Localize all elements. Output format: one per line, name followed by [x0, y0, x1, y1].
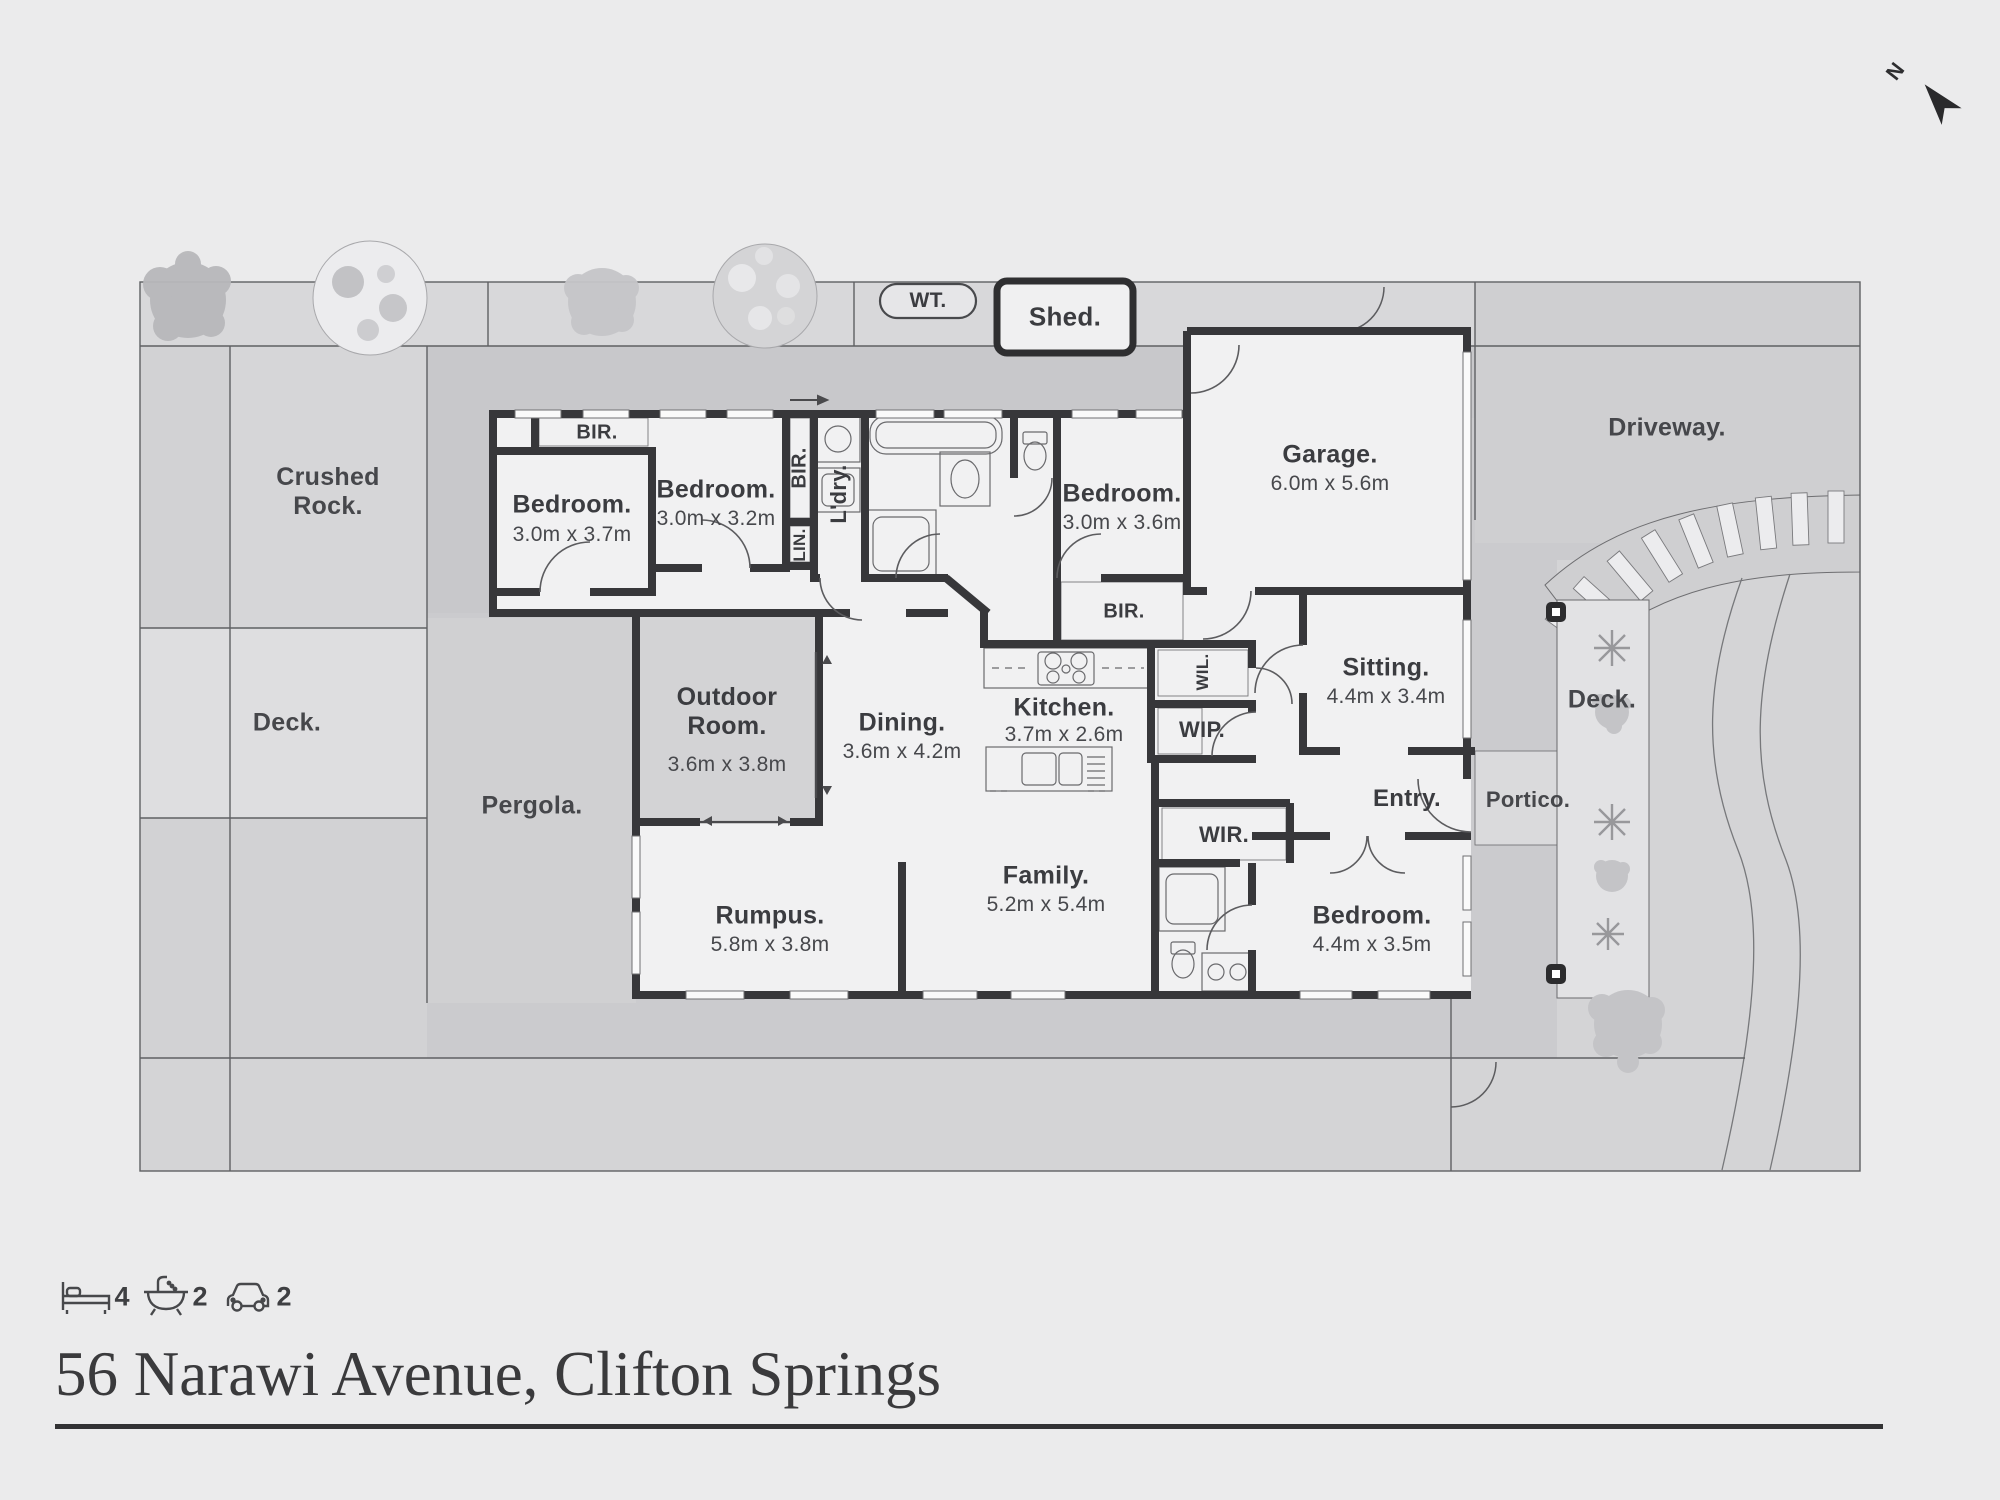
car-count: 2	[276, 1281, 292, 1312]
tree-icon	[143, 240, 818, 356]
plant-icon	[1592, 630, 1630, 950]
title-rule	[55, 1424, 1883, 1429]
windows	[514, 351, 1472, 1000]
bath-count: 2	[192, 1281, 208, 1312]
bir1-label: BIR.	[576, 421, 618, 444]
driveway-label: Driveway.	[1608, 413, 1726, 442]
water-tank	[878, 282, 978, 320]
deck-left-label: Deck.	[252, 708, 322, 737]
dining-name: Dining.	[858, 708, 946, 737]
garage-name: Garage.	[1282, 440, 1378, 469]
bir2-label: BIR.	[788, 447, 811, 489]
deck-right-label: Deck.	[1567, 685, 1637, 714]
portico-label: Portico.	[1485, 787, 1571, 812]
rumpus-name: Rumpus.	[715, 901, 825, 930]
pergola-area	[427, 618, 636, 1003]
bedroom3-dims: 3.0m x 3.6m	[1062, 511, 1182, 534]
bedroom2-dims: 3.0m x 3.2m	[656, 507, 776, 530]
sitting-dims: 4.4m x 3.4m	[1326, 685, 1446, 708]
pergola-label: Pergola.	[481, 791, 583, 820]
entry-label: Entry.	[1372, 785, 1442, 812]
wip-label: WIP.	[1178, 717, 1226, 742]
bedroom2-name: Bedroom.	[656, 475, 776, 504]
north-arrow-icon	[1924, 84, 1962, 125]
house-floor	[493, 331, 1471, 999]
garden-path	[1711, 573, 1801, 1171]
bir3-label: BIR.	[1103, 600, 1145, 623]
deck-right-area	[1546, 599, 1650, 999]
outdoor-room-floor	[640, 617, 815, 820]
kitchen-dims: 3.7m x 2.6m	[1004, 723, 1124, 746]
dining-dims: 3.6m x 4.2m	[842, 740, 962, 763]
family-dims: 5.2m x 5.4m	[986, 893, 1106, 916]
bed-icon	[61, 1282, 111, 1314]
bedroom3-name: Bedroom.	[1062, 479, 1182, 508]
laundry-label: L'dry.	[826, 464, 851, 524]
rumpus-dims: 5.8m x 3.8m	[710, 933, 830, 956]
deck-left-area	[140, 628, 427, 818]
fixtures	[538, 415, 1287, 992]
portico-area	[1474, 750, 1558, 846]
door-arcs	[539, 344, 1472, 951]
bed-count: 4	[114, 1281, 130, 1312]
car-icon	[226, 1282, 270, 1312]
crushed-rock-label: Crushed Rock.	[276, 463, 380, 520]
water-tank-label: WT.	[909, 289, 947, 312]
shed-label: Shed.	[1028, 301, 1102, 332]
bedroom1-name: Bedroom.	[512, 490, 632, 519]
garage-dims: 6.0m x 5.6m	[1270, 472, 1390, 495]
sitting-name: Sitting.	[1342, 653, 1430, 682]
outdoor-room-name: Outdoor Room.	[676, 683, 778, 740]
linen-label: LIN.	[790, 528, 809, 562]
bedroom4-dims: 4.4m x 3.5m	[1312, 933, 1432, 956]
outdoor-room-dims: 3.6m x 3.8m	[667, 753, 787, 776]
crushed-rock-area	[230, 346, 427, 628]
wil-label: WIL.	[1193, 653, 1212, 691]
page-title: 56 Narawi Avenue, Clifton Springs	[55, 1339, 941, 1409]
family-name: Family.	[1002, 861, 1090, 890]
wir-label: WIR.	[1198, 822, 1250, 847]
walls	[489, 327, 1475, 999]
bedroom1-dims: 3.0m x 3.7m	[512, 523, 632, 546]
sliding-doors	[700, 394, 832, 826]
bedroom4-name: Bedroom.	[1312, 901, 1432, 930]
bath-icon	[144, 1275, 188, 1316]
shed	[993, 277, 1137, 357]
plant-icon	[1588, 694, 1665, 1073]
kitchen-name: Kitchen.	[1013, 693, 1115, 722]
